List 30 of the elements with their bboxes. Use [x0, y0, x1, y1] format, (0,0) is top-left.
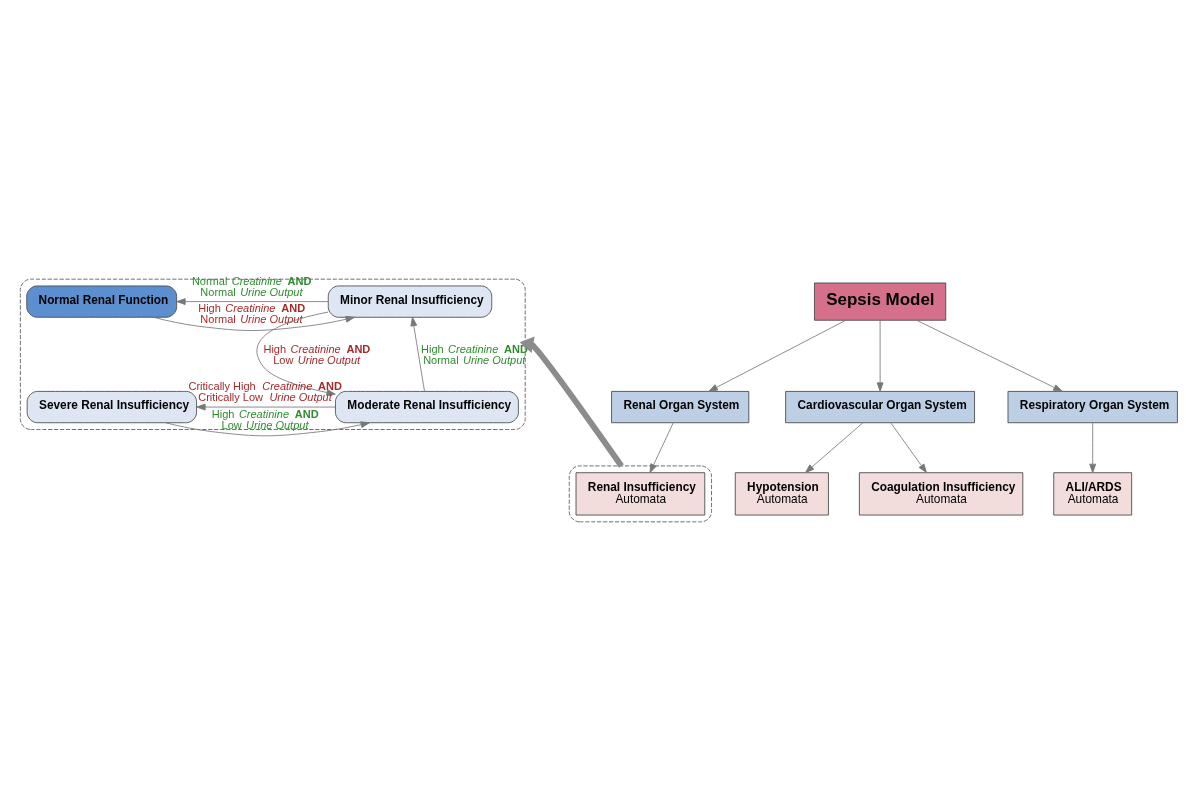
- arrow: [916, 319, 1063, 392]
- arrow: [804, 422, 864, 474]
- node-box: Coagulation Insufficiency Automata: [858, 472, 1024, 516]
- arrow: [176, 298, 329, 305]
- arrow: [196, 403, 336, 411]
- edge-label: Normal Creatinine AND Normal Urine Output: [191, 275, 312, 299]
- arrow: [890, 422, 927, 474]
- node-box: Sepsis Model: [814, 282, 947, 321]
- node-box: Respiratory Organ System: [1007, 390, 1178, 424]
- arrow: [153, 315, 355, 331]
- arrow: [876, 319, 884, 392]
- arrow: [519, 336, 624, 468]
- node-box: ALI/ARDS Automata: [1053, 472, 1133, 516]
- arrow: [165, 421, 370, 437]
- node-box: Minor Renal Insufficiency: [327, 285, 493, 318]
- edge-label: High Creatinine AND Low Urine Output: [211, 407, 319, 431]
- arrow: [649, 422, 674, 474]
- edge-label: High Creatinine AND Normal Urine Output: [198, 302, 306, 326]
- node-box: Severe Renal Insufficiency: [26, 390, 197, 424]
- node-box: Renal Organ System: [611, 390, 750, 424]
- arrow: [410, 316, 425, 392]
- edge-label: High Creatinine AND Low Urine Output: [263, 342, 371, 366]
- arrow: [1089, 422, 1097, 474]
- node-box: Cardiovascular Organ System: [785, 390, 975, 424]
- arrow: [256, 311, 336, 396]
- node-box: Normal Renal Function: [26, 285, 178, 318]
- node-box: Moderate Renal Insufficiency: [335, 390, 519, 424]
- node-box: Renal Insufficiency Automata: [575, 472, 706, 516]
- arrow: [708, 319, 847, 392]
- node-box: Hypotension Automata: [734, 472, 829, 516]
